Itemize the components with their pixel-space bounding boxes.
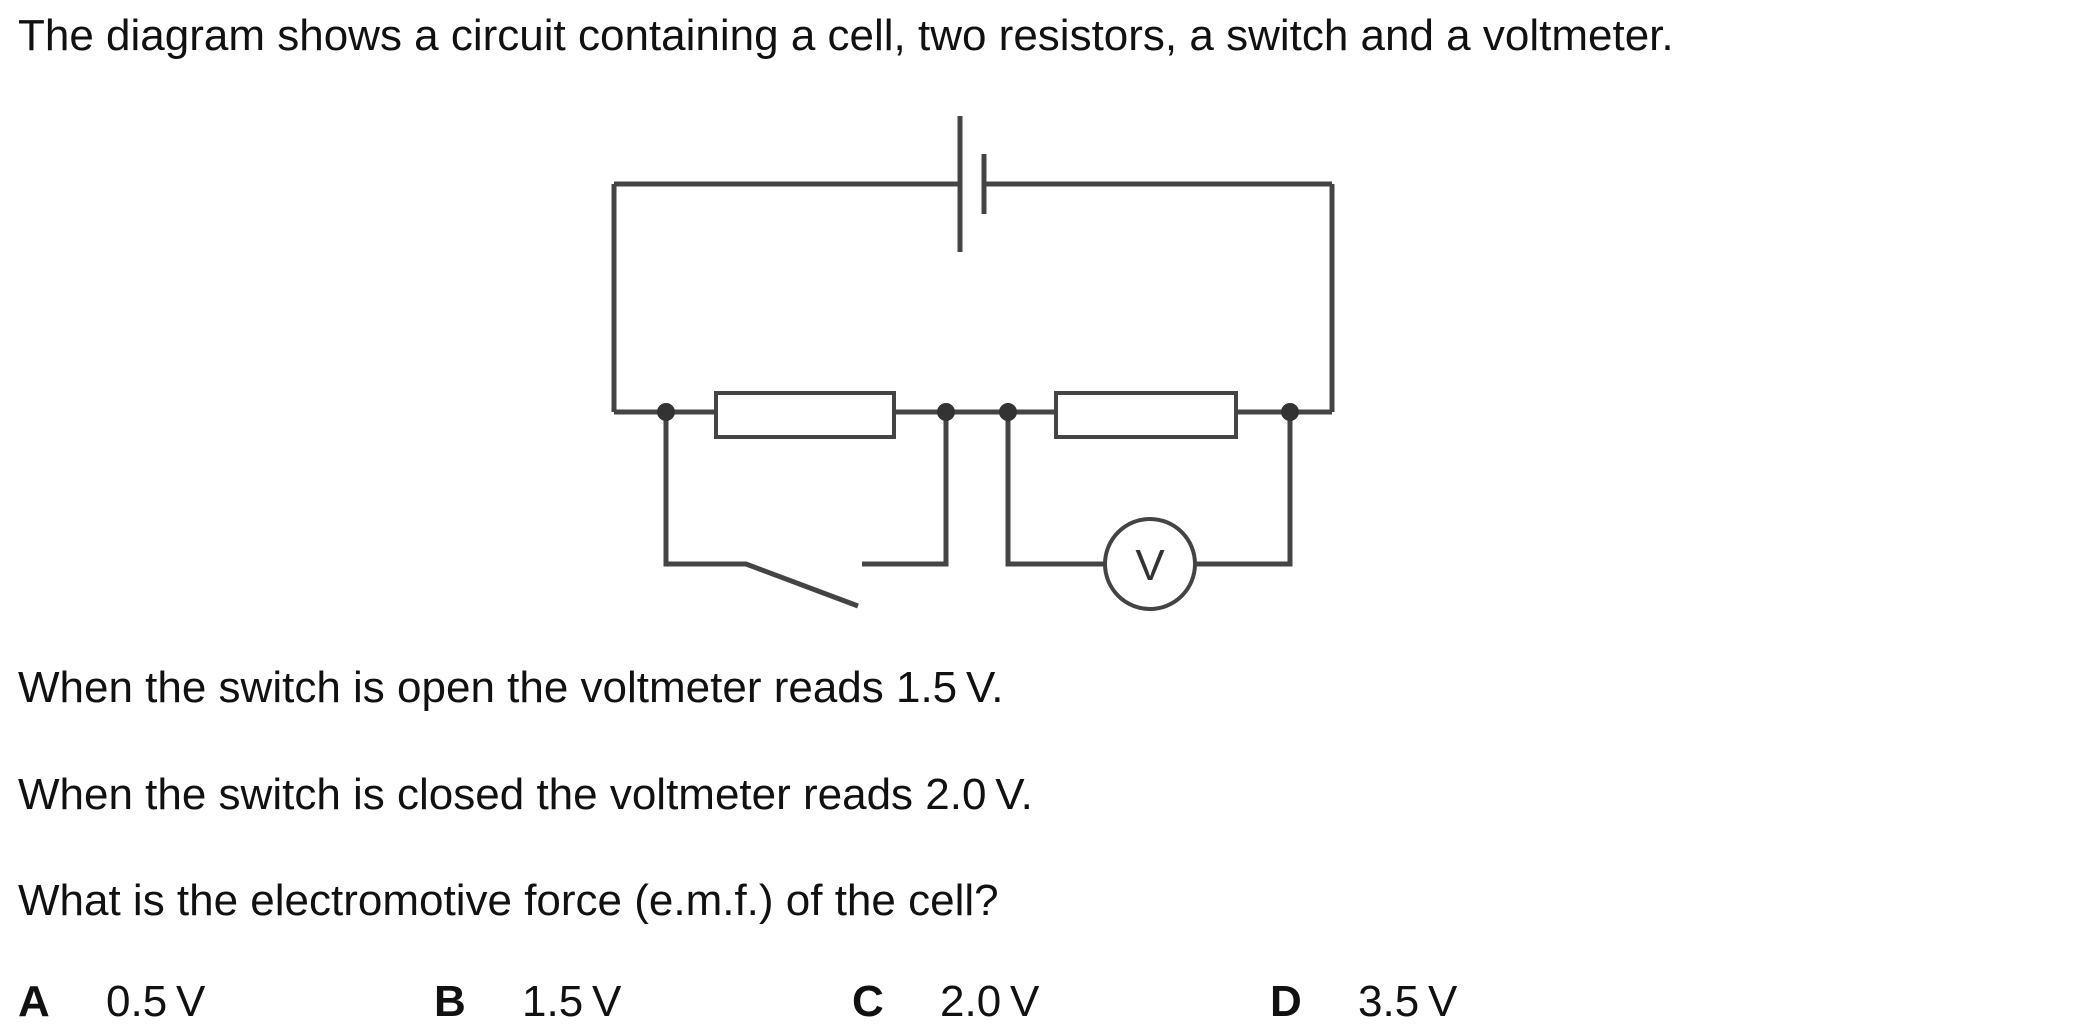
option-c[interactable]: C 2.0 V: [852, 976, 1039, 1028]
junction-node: [1281, 403, 1299, 421]
switch-branch-left: [663, 412, 859, 609]
resistor-2: [1054, 391, 1238, 439]
option-value: 0.5 V: [106, 977, 206, 1026]
option-letter: D: [1270, 977, 1302, 1026]
option-a[interactable]: A 0.5 V: [18, 976, 205, 1028]
junction-node: [937, 403, 955, 421]
option-b[interactable]: B 1.5 V: [434, 976, 621, 1028]
question-text: What is the electromotive force (e.m.f.)…: [18, 876, 999, 925]
voltmeter-branch-right: [1196, 412, 1293, 567]
option-value: 1.5 V: [522, 977, 622, 1026]
option-letter: C: [852, 977, 884, 1026]
option-letter: A: [18, 977, 50, 1026]
voltmeter: [1103, 517, 1197, 611]
statement-switch-open: When the switch is open the voltmeter re…: [18, 663, 1004, 712]
option-value: 2.0 V: [940, 977, 1040, 1026]
voltmeter-label: V: [1135, 541, 1165, 590]
statement-switch-closed: When the switch is closed the voltmeter …: [18, 770, 1033, 819]
intro-text: The diagram shows a circuit containing a…: [18, 11, 1674, 60]
switch-branch-right: [862, 412, 949, 567]
junction-node: [999, 403, 1017, 421]
option-value: 3.5 V: [1358, 977, 1458, 1026]
voltmeter-branch-left: [1005, 412, 1104, 567]
option-letter: B: [434, 977, 466, 1026]
option-d[interactable]: D 3.5 V: [1270, 976, 1457, 1028]
resistor-1: [714, 391, 896, 439]
junction-node: [657, 403, 675, 421]
